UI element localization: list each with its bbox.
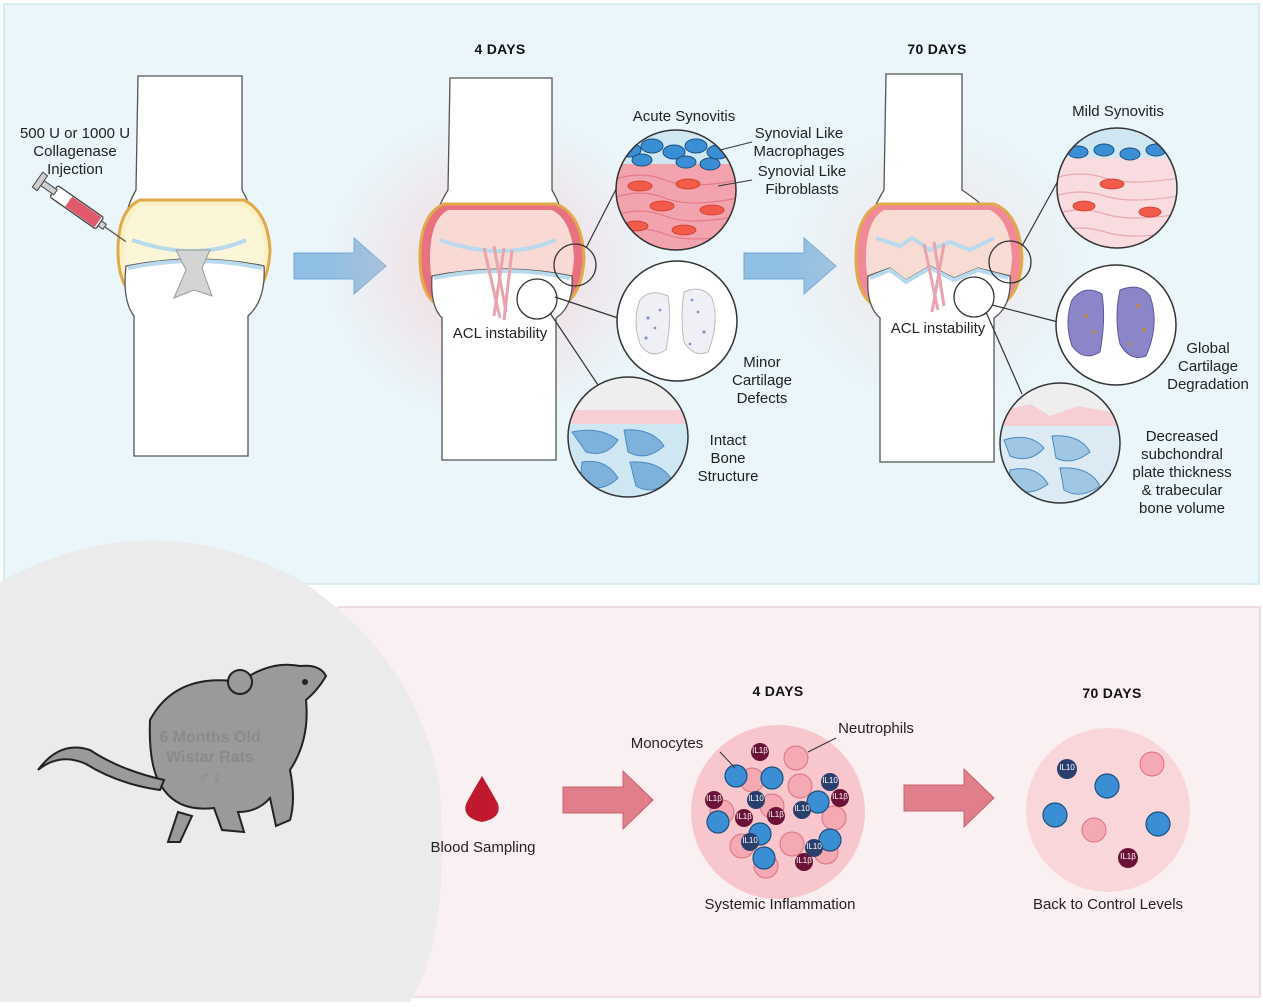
synovium-zoom-marker-4d (553, 243, 597, 287)
cytokine-label-il10-5: IL10 (806, 842, 822, 851)
control-cells (1042, 751, 1171, 868)
connector-bone-70d (985, 311, 1023, 395)
cytokine-label-il1b-control: IL1β (1120, 852, 1136, 861)
day4-header-bottom: 4 DAYS (752, 683, 804, 699)
knee-70-days (854, 73, 1024, 463)
cytokine-label-il1b-2: IL1β (706, 794, 722, 803)
cartilage-zoom-marker-70d (953, 276, 995, 318)
arrow-right-icon-4 (903, 767, 995, 829)
acl-instability-label-4d: ACL instability (452, 325, 548, 342)
connector-bone-4d (549, 312, 599, 386)
cytokine-label-il1b-5: IL1β (768, 810, 784, 819)
decreased-bone-label: Decreased subchondral plate thickness & … (1132, 428, 1232, 517)
cytokine-label-il10-2: IL10 (748, 794, 764, 803)
back-to-control-label: Back to Control Levels (1032, 896, 1184, 913)
minor-defects-label: Minor Cartilage Defects (731, 354, 793, 407)
knee-healthy (116, 75, 272, 457)
knee-4-days (418, 77, 586, 461)
acl-instability-label-70d: ACL instability (890, 320, 986, 337)
cytokine-label-il10-3: IL10 (794, 804, 810, 813)
cytokine-label-il10-4: IL10 (742, 836, 758, 845)
cytokine-label-il1b-6: IL1β (796, 856, 812, 865)
syringe-icon (31, 171, 127, 243)
blood-drop-icon (465, 776, 499, 822)
day4-header-top: 4 DAYS (474, 41, 526, 57)
systemic-inflammation-label: Systemic Inflammation (704, 896, 856, 913)
intact-bone-label: Intact Bone Structure (697, 432, 759, 485)
cytokine-label-il10-control: IL10 (1059, 763, 1075, 772)
cytokine-label-il1b-3: IL1β (832, 792, 848, 801)
global-degradation-label: Global Cartilage Degradation (1167, 340, 1249, 393)
connector-cartilage-70d (991, 304, 1059, 323)
cytokine-label-il1b-4: IL1β (736, 812, 752, 821)
mild-synovitis-label: Mild Synovitis (1072, 103, 1164, 120)
synovium-zoom-marker-70d (988, 240, 1032, 284)
acute-synovitis-label: Acute Synovitis (632, 108, 736, 125)
rat-label: 6 Months Old Wistar Rats ♂♀ (159, 729, 261, 788)
cartilage-zoom-marker-4d (516, 278, 558, 320)
monocytes-label: Monocytes (630, 735, 704, 752)
blood-sampling-label: Blood Sampling (430, 839, 536, 856)
neutrophils-label: Neutrophils (838, 720, 914, 737)
rat-illustration (37, 663, 328, 843)
day70-header-bottom: 70 DAYS (1082, 685, 1142, 701)
global-degradation-zoom (1055, 264, 1177, 386)
immune-cell-cluster (705, 743, 849, 879)
minor-defects-zoom (616, 260, 738, 382)
cytokine-label-il1b-1: IL1β (752, 746, 768, 755)
synovial-fibroblasts-label: Synovial Like Fibroblasts (757, 163, 847, 198)
day70-header-top: 70 DAYS (907, 41, 967, 57)
injection-label: 500 U or 1000 U Collagenase Injection (19, 125, 131, 178)
arrow-right-icon-3 (562, 769, 654, 831)
cytokine-label-il10-1: IL10 (822, 776, 838, 785)
synovial-macrophages-label: Synovial Like Macrophages (753, 125, 845, 160)
connector-cartilage-4d (554, 296, 619, 319)
